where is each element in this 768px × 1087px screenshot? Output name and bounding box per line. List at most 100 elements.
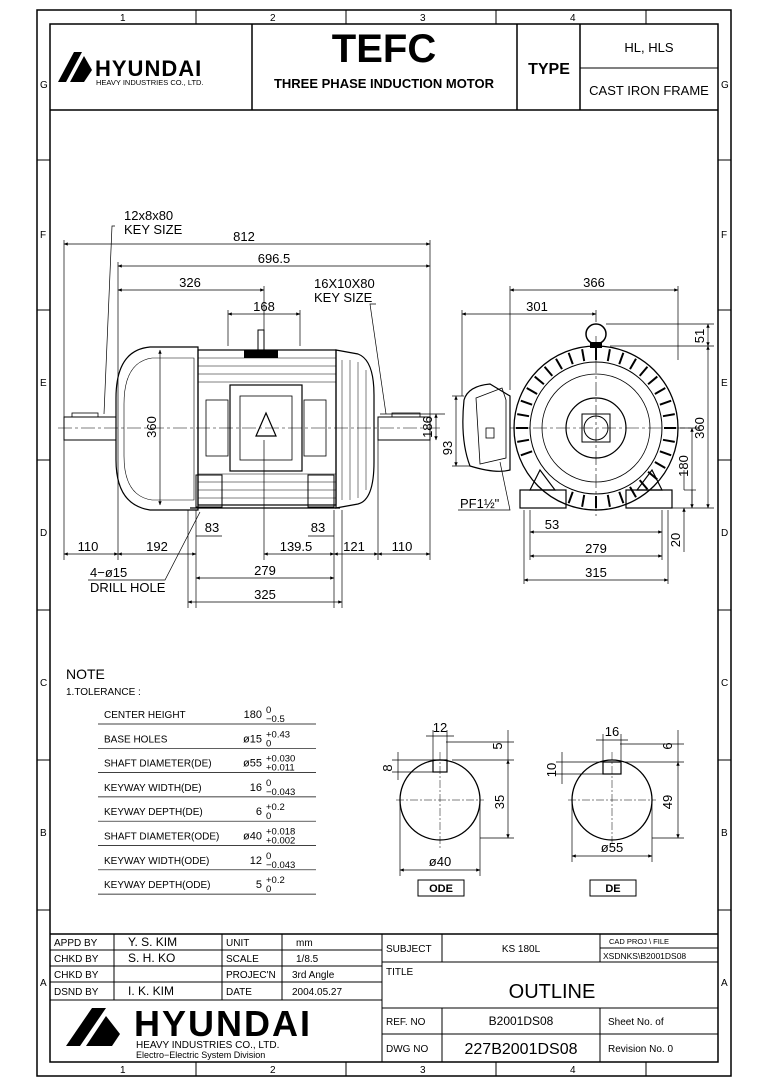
subject-value: KS 180L: [502, 944, 541, 955]
tolerance-name: KEYWAY DEPTH(ODE): [104, 880, 211, 891]
grid-row-a-right: A: [721, 978, 728, 989]
front-view: [58, 329, 442, 511]
foot-left: [195, 474, 223, 508]
date-value: 2004.05.27: [292, 987, 342, 998]
title-block: APPD BY Y. S. KIM CHKD BY S. H. KO CHKD …: [50, 933, 718, 1062]
tolerance-lower: +0.011: [266, 763, 295, 774]
cooling-fin: [606, 349, 611, 362]
tolerance-name: KEYWAY DEPTH(DE): [104, 807, 203, 818]
logo-bottom-sub2: Electro−Electric System Division: [136, 1050, 265, 1060]
header-title-main: TEFC: [332, 27, 436, 71]
outer-frame: [36, 9, 732, 1077]
eye-bolt: [257, 329, 265, 351]
grid-row-b: B: [40, 828, 47, 839]
grid-row-g: G: [40, 80, 48, 91]
cooling-fin: [517, 413, 530, 418]
ode-section: 12 5 8 35 ø40 ODE: [380, 720, 514, 897]
cooling-fin: [654, 461, 666, 469]
cooling-fin: [581, 349, 586, 362]
ode-height: 35: [492, 795, 507, 809]
tolerance-nominal: ø15: [243, 733, 262, 745]
grid-row-a: A: [40, 978, 47, 989]
ref-value: B2001DS08: [489, 1014, 554, 1028]
cooling-fin: [654, 387, 666, 395]
de-diameter: ø55: [601, 840, 623, 855]
dwg-label: DWG NO: [386, 1044, 428, 1055]
tolerance-row: SHAFT DIAMETER(ODE)ø40+0.018+0.002: [98, 827, 316, 847]
tolerance-row: SHAFT DIAMETER(DE)ø55+0.030+0.011: [98, 754, 316, 774]
tolerance-name: KEYWAY WIDTH(DE): [104, 783, 202, 794]
cooling-fin: [662, 438, 675, 443]
side-view: [462, 323, 700, 516]
cooling-fin: [567, 352, 574, 365]
appd-label: APPD BY: [54, 938, 98, 949]
dim-139-5: 139.5: [280, 539, 313, 554]
front-dimensions: [63, 225, 445, 608]
cooling-fin: [647, 375, 658, 386]
ode-section-label: ODE: [429, 883, 453, 895]
note-subtitle: 1.TOLERANCE :: [66, 687, 141, 698]
tolerance-name: SHAFT DIAMETER(DE): [104, 759, 212, 770]
dim-93: 93: [440, 441, 455, 455]
dim-53: 53: [545, 517, 559, 532]
ode-key-height: 8: [380, 764, 395, 771]
side-foot-right: [625, 489, 673, 509]
header-frame: CAST IRON FRAME: [589, 83, 709, 98]
tolerance-lower: 0: [266, 738, 271, 749]
cooling-fin: [520, 450, 533, 457]
tolerance-upper: 0: [266, 778, 271, 789]
tolerance-name: BASE HOLES: [104, 734, 168, 745]
header-brand-sub: HEAVY INDUSTRIES CO., LTD.: [96, 78, 204, 87]
grid-row-d-right: D: [721, 528, 728, 539]
hyundai-logo-bottom-icon: [66, 1008, 120, 1046]
grid-col-2: 2: [270, 13, 276, 24]
cooling-fins: [516, 348, 676, 508]
dim-325: 325: [254, 587, 276, 602]
grid-row-f-right: F: [721, 230, 727, 241]
grid-row-e: E: [40, 378, 47, 389]
unit-value: mm: [296, 938, 313, 949]
logo-bottom-sub1: HEAVY INDUSTRIES CO., LTD.: [136, 1040, 279, 1051]
terminal-box-side: [462, 383, 511, 472]
grid-row-e-right: E: [721, 378, 728, 389]
ode-key-depth: 5: [490, 742, 505, 749]
terminal-box: [229, 384, 303, 472]
dim-279-front: 279: [254, 563, 276, 578]
dim-180: 180: [676, 455, 691, 477]
drill-hole-label: DRILL HOLE: [90, 580, 166, 595]
cooling-fin: [662, 413, 675, 418]
tolerance-row: KEYWAY DEPTH(ODE)5+0.20: [98, 875, 316, 895]
grid-row-c-right: C: [721, 678, 728, 689]
cad-label: CAD PROJ \ FILE: [609, 937, 669, 946]
tolerance-nominal: ø55: [243, 758, 262, 770]
grid-row-b-right: B: [721, 828, 728, 839]
drawing-title: OUTLINE: [509, 981, 596, 1003]
dim-83-left: 83: [205, 520, 219, 535]
foot-right: [307, 474, 335, 508]
dim-186: 186: [420, 416, 435, 438]
ode-shaft: [63, 416, 117, 441]
cooling-fin: [606, 494, 611, 507]
dsnd-value: I. K. KIM: [128, 984, 174, 998]
dim-360-side: 360: [692, 417, 707, 439]
grid-col-4: 4: [570, 13, 576, 24]
drill-hole-spec: 4−ø15: [90, 565, 127, 580]
dim-192: 192: [146, 539, 168, 554]
tolerance-nominal: 6: [256, 806, 262, 818]
ode-diameter: ø40: [429, 854, 451, 869]
grid-col-1: 1: [120, 13, 126, 24]
tolerance-upper: +0.018: [266, 827, 295, 838]
tolerance-nominal: 16: [250, 782, 262, 794]
appd-value: Y. S. KIM: [128, 935, 177, 949]
tolerance-name: SHAFT DIAMETER(ODE): [104, 832, 219, 843]
dim-366: 366: [583, 275, 605, 290]
header-type-label: TYPE: [528, 61, 570, 78]
tolerance-nominal: 180: [244, 709, 262, 721]
tolerance-upper: +0.2: [266, 802, 285, 813]
key-de-value: 16X10X80: [314, 276, 375, 291]
key-ode-label: KEY SIZE: [124, 222, 183, 237]
grid-col-1-bottom: 1: [120, 1065, 126, 1076]
scale-value: 1/8.5: [296, 954, 319, 965]
